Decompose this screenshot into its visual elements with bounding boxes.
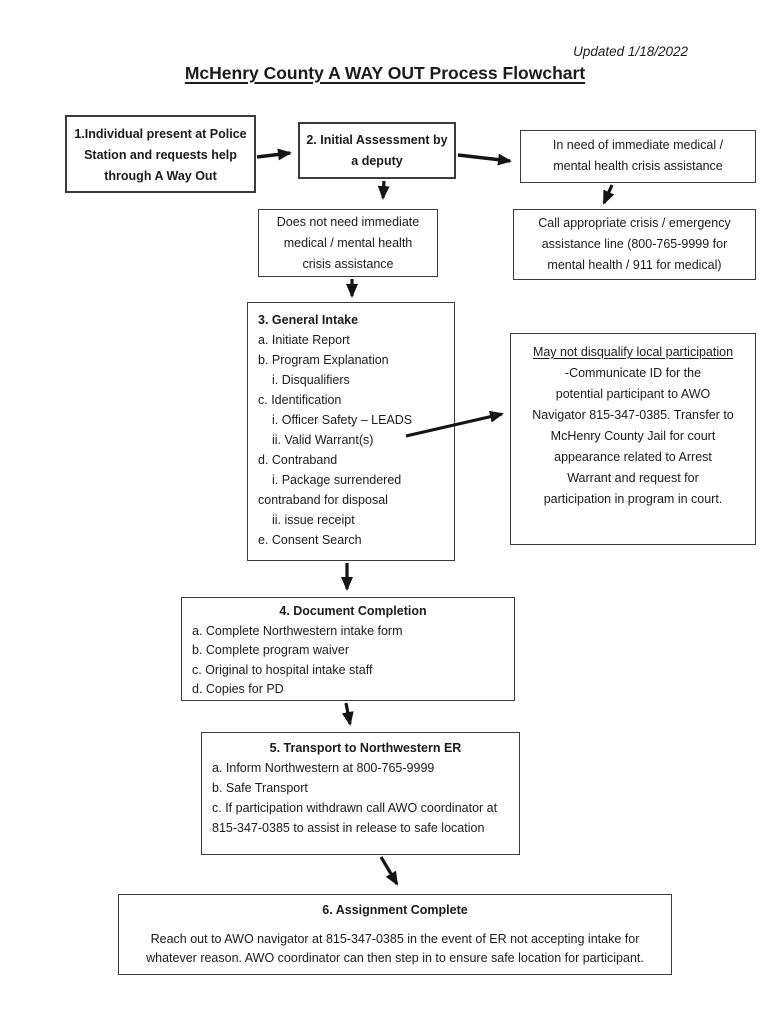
call-crisis-line: mental health / 911 for medical): [547, 258, 722, 272]
arrow-step4-step5: [341, 702, 354, 726]
updated-date: Updated 1/18/2022: [573, 44, 688, 59]
step3-line: i. Officer Safety – LEADS: [272, 413, 413, 427]
step3-line: i. Disqualifiers: [272, 373, 350, 387]
step5-line: 815-347-0385 to assist in release to saf…: [212, 821, 485, 835]
step4-box: 4. Document Completion a. Complete North…: [181, 597, 515, 701]
arrow-step1-step2: [256, 148, 292, 161]
no-need-line: Does not need immediate: [276, 215, 420, 229]
step2-box: 2. Initial Assessment by a deputy: [298, 122, 456, 179]
step5-box: 5. Transport to Northwestern ER a. Infor…: [201, 732, 520, 855]
in-need-box: In need of immediate medical / mental he…: [520, 130, 756, 183]
step3-line: b. Program Explanation: [258, 353, 389, 367]
no-need-line: crisis assistance: [302, 257, 394, 271]
warrant-note-line: -Communicate ID for the: [564, 366, 702, 380]
call-crisis-box: Call appropriate crisis / emergency assi…: [513, 209, 756, 280]
arrow-step2-no-need: [377, 180, 390, 200]
step1-line: through A Way Out: [104, 169, 217, 183]
step2-line: a deputy: [351, 154, 403, 168]
step5-line: b. Safe Transport: [212, 781, 308, 795]
warrant-note-line: potential participant to AWO: [555, 387, 711, 401]
step1-line: Station and requests help: [84, 148, 237, 162]
warrant-note-box: May not disqualify local participation -…: [510, 333, 756, 545]
step3-line: ii. Valid Warrant(s): [272, 433, 374, 447]
warrant-note-line: McHenry County Jail for court: [550, 429, 716, 443]
call-crisis-line: Call appropriate crisis / emergency: [538, 216, 731, 230]
in-need-line: In need of immediate medical /: [552, 138, 724, 152]
step3-line: a. Initiate Report: [258, 333, 350, 347]
in-need-line: mental health crisis assistance: [553, 159, 723, 173]
step6-line: Reach out to AWO navigator at 815-347-03…: [150, 932, 640, 946]
step3-line: i. Package surrendered: [272, 473, 402, 487]
warrant-note-line: Navigator 815-347-0385. Transfer to: [532, 408, 734, 422]
step3-line: c. Identification: [258, 393, 342, 407]
step6-box: 6. Assignment Complete Reach out to AWO …: [118, 894, 672, 975]
arrow-in-need-call: [602, 184, 615, 205]
step5-line: c. If participation withdrawn call AWO c…: [212, 801, 498, 815]
step4-line: b. Complete program waiver: [192, 643, 350, 657]
step1-line: 1.Individual present at Police: [74, 127, 247, 141]
step4-line: d. Copies for PD: [192, 682, 284, 696]
warrant-note-title: May not disqualify local participation: [532, 345, 734, 359]
warrant-note-line: participation in program in court.: [543, 492, 723, 506]
step4-line: c. Original to hospital intake staff: [192, 662, 373, 677]
step6-title: 6. Assignment Complete: [322, 903, 468, 917]
step5-title: 5. Transport to Northwestern ER: [269, 741, 462, 755]
step3-line: ii. issue receipt: [272, 513, 355, 527]
step3-box: 3. General Intake a. Initiate Report b. …: [247, 302, 455, 561]
step6-line: whatever reason. AWO coordinator can the…: [146, 951, 644, 965]
step3-title: 3. General Intake: [258, 313, 359, 327]
call-crisis-line: assistance line (800-765-9999 for: [541, 237, 728, 251]
warrant-note-line: Warrant and request for: [567, 471, 699, 485]
step3-line: e. Consent Search: [258, 533, 362, 547]
no-need-box: Does not need immediate medical / mental…: [258, 209, 438, 277]
step3-line: contraband for disposal: [258, 493, 388, 507]
page-title: McHenry County A WAY OUT Process Flowcha…: [184, 63, 586, 83]
step4-title: 4. Document Completion: [279, 604, 427, 618]
arrow-step5-step6: [379, 856, 399, 886]
no-need-line: medical / mental health: [283, 236, 413, 250]
step1-box: 1.Individual present at Police Station a…: [65, 115, 256, 193]
step3-line: d. Contraband: [258, 453, 338, 467]
step5-line: a. Inform Northwestern at 800-765-9999: [212, 761, 435, 775]
step2-line: 2. Initial Assessment by: [306, 133, 448, 147]
arrow-step2-in-need: [457, 153, 512, 166]
warrant-note-line: appearance related to Arrest: [554, 450, 712, 464]
step4-line: a. Complete Northwestern intake form: [192, 623, 403, 638]
